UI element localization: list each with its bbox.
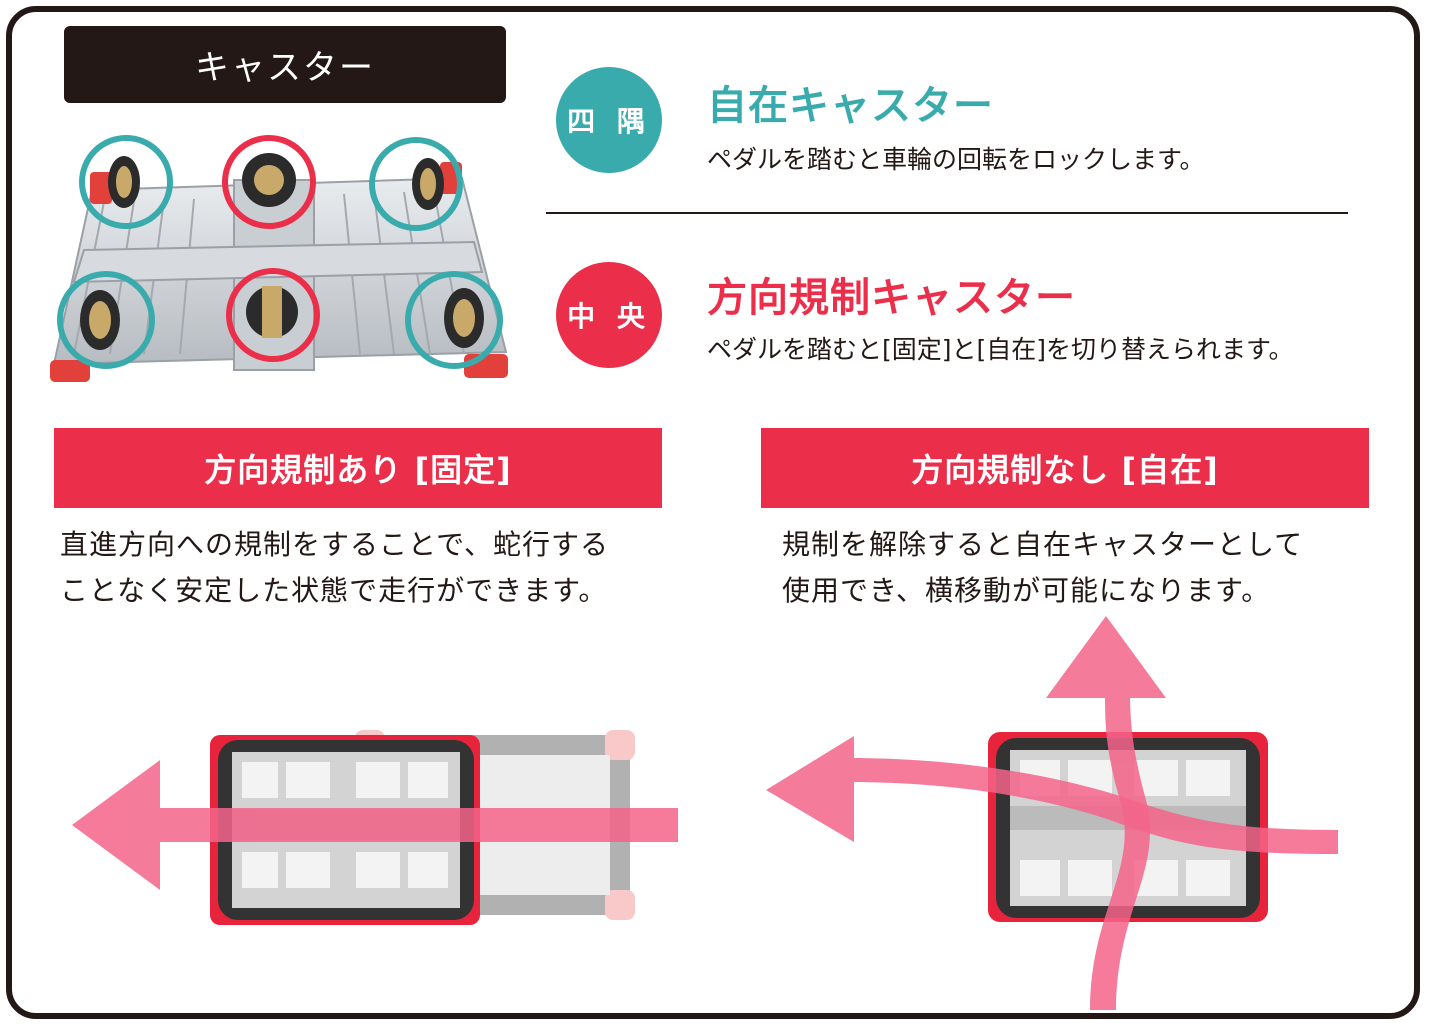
vertical-arrow xyxy=(1046,616,1166,1010)
corner-caster-ring xyxy=(369,137,463,231)
free-line-1: 規制を解除すると自在キャスターとして xyxy=(782,528,1304,561)
center-caster-heading: 方向規制キャスター xyxy=(707,275,1076,321)
divider xyxy=(546,212,1348,214)
locked-line-1: 直進方向への規制をすることで、蛇行する xyxy=(60,528,610,561)
straight-arrow xyxy=(72,760,678,890)
section-title: キャスター xyxy=(64,26,506,103)
cart-photo xyxy=(50,135,508,382)
center-caster-ring xyxy=(226,268,320,362)
locked-direction-diagram xyxy=(72,730,678,925)
center-badge: 中 央 xyxy=(556,262,662,368)
free-banner: 方向規制なし [自在] xyxy=(761,428,1369,508)
free-direction-diagram xyxy=(766,616,1338,1010)
locked-banner: 方向規制あり [固定] xyxy=(54,428,662,508)
corner-caster-ring xyxy=(79,135,173,229)
free-explanation: 規制を解除すると自在キャスターとして 使用でき、横移動が可能になります。 xyxy=(782,522,1382,614)
horizontal-arrow xyxy=(766,736,1338,854)
locked-explanation: 直進方向への規制をすることで、蛇行する ことなく安定した状態で走行ができます。 xyxy=(60,522,670,614)
caster-wheels xyxy=(80,153,484,350)
locked-line-2: ことなく安定した状態で走行ができます。 xyxy=(60,574,608,607)
corner-caster-description: ペダルを踏むと車輪の回転をロックします。 xyxy=(707,145,1205,174)
corner-caster-ring xyxy=(405,271,503,369)
corner-caster-ring xyxy=(57,271,155,369)
cross-beam xyxy=(72,240,484,284)
corner-caster-heading: 自在キャスター xyxy=(707,83,994,129)
center-caster-description: ペダルを踏むと[固定]と[自在]を切り替えられます。 xyxy=(707,335,1294,364)
corner-badge: 四 隅 xyxy=(556,67,662,173)
free-line-2: 使用でき、横移動が可能になります。 xyxy=(782,574,1271,607)
center-caster-ring xyxy=(222,135,316,229)
